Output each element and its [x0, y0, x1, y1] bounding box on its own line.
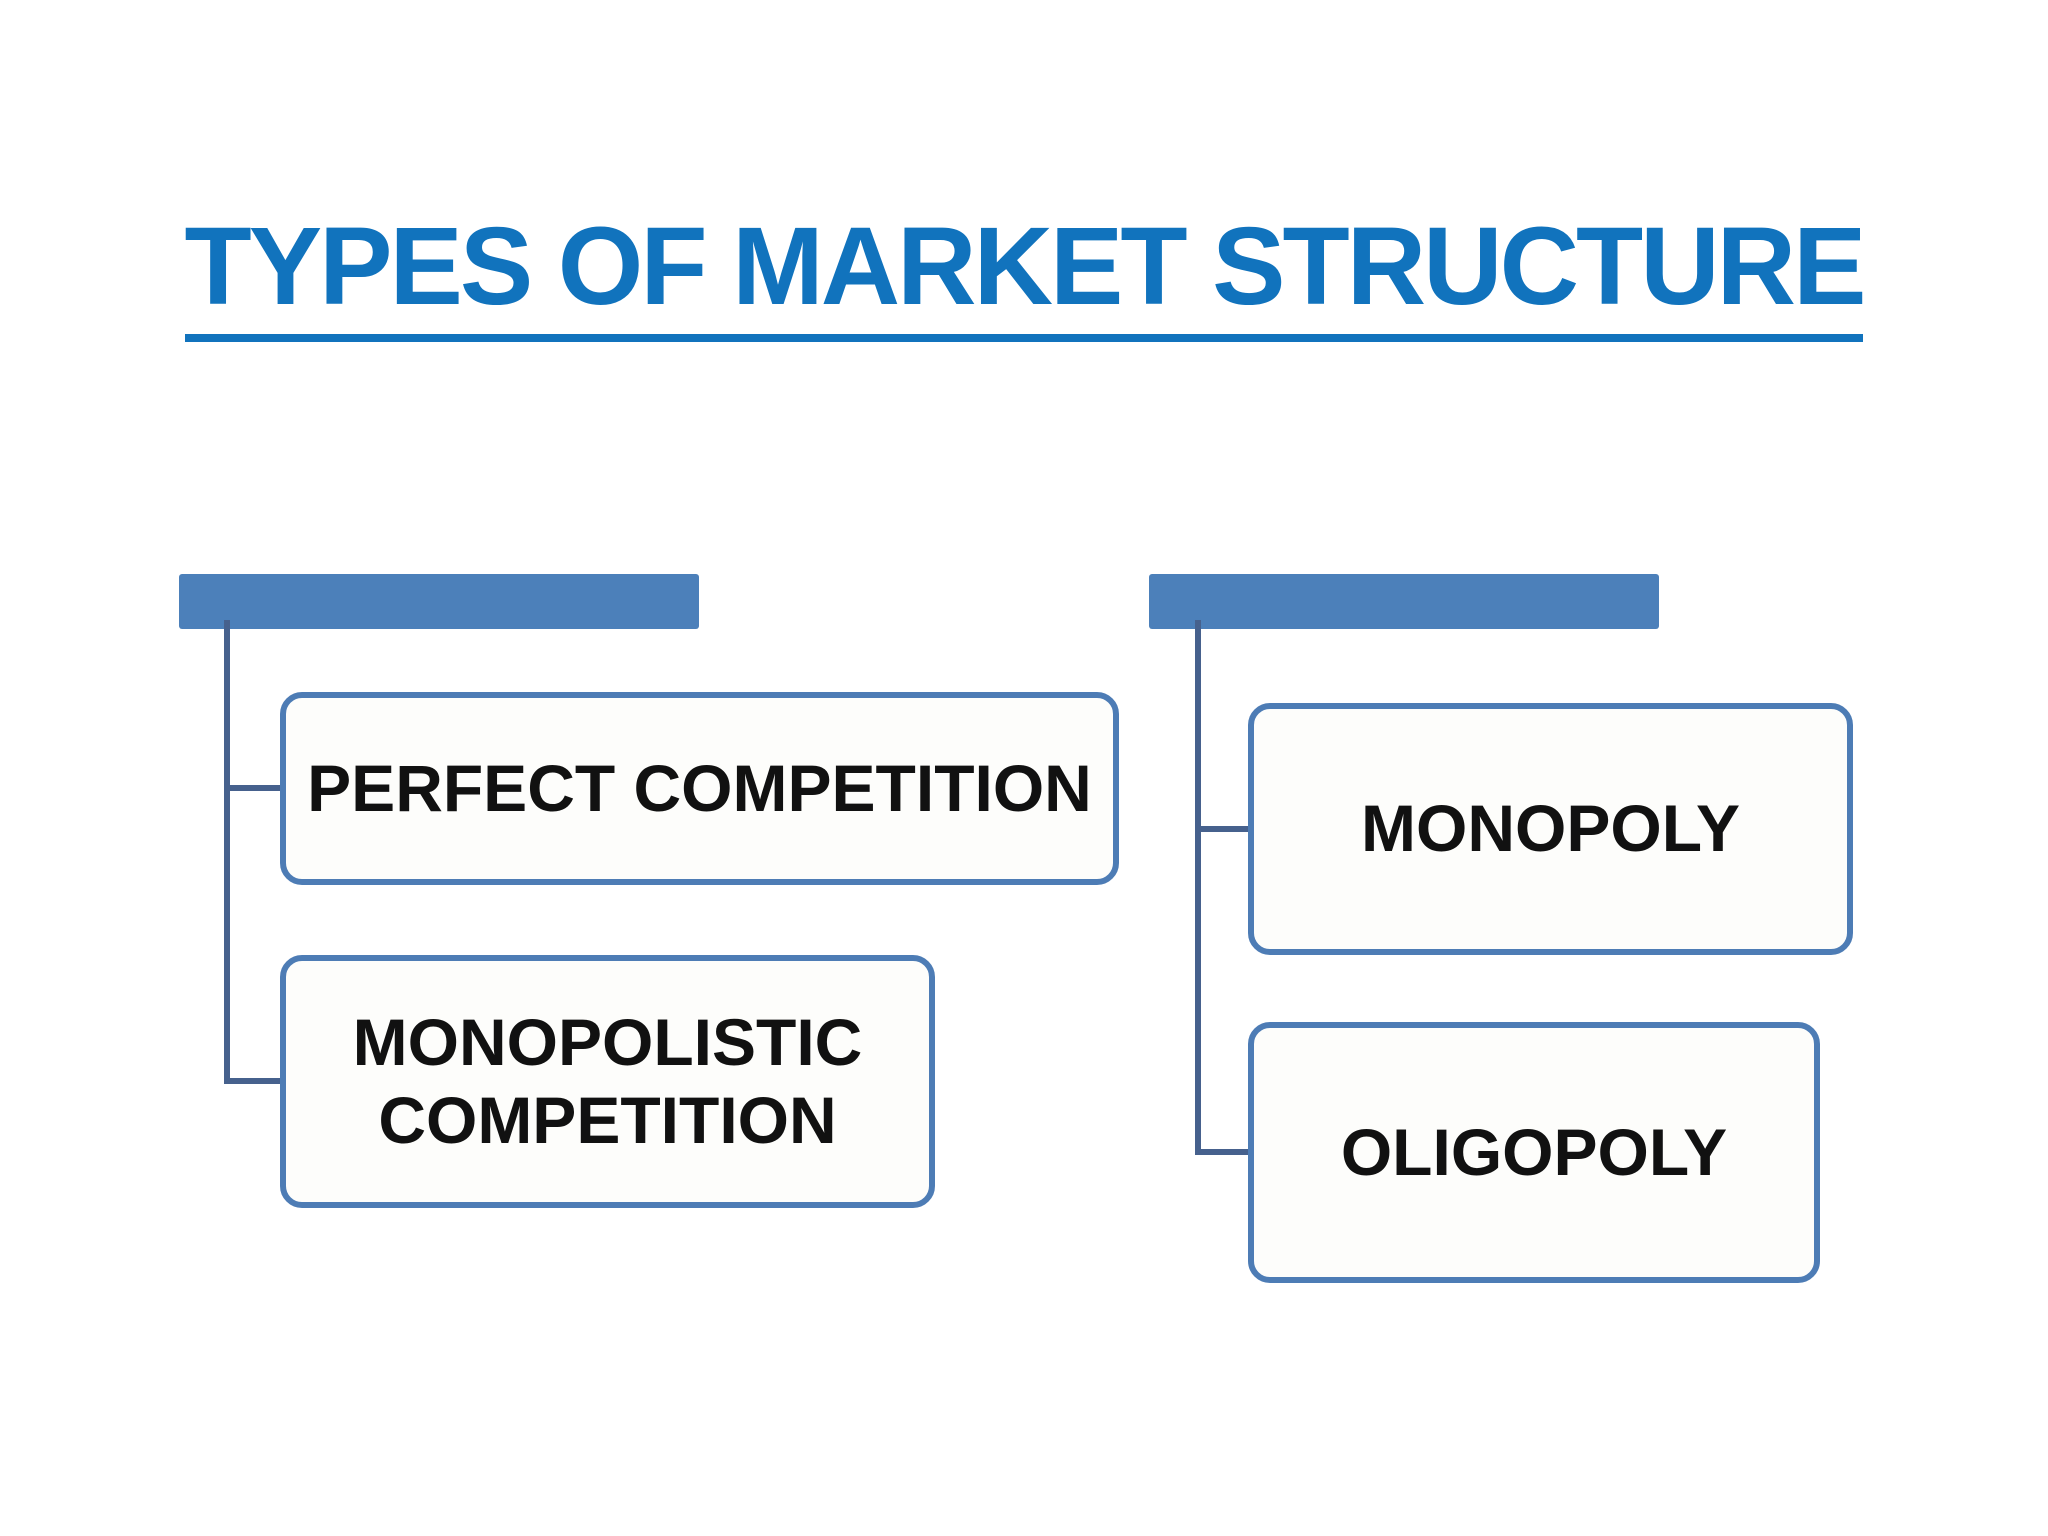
category-bar-left [179, 574, 699, 629]
title-area: TYPES OF MARKET STRUCTURE [0, 212, 2048, 342]
node-label: MONOPOLY [1361, 791, 1740, 866]
node-monopoly: MONOPOLY [1248, 703, 1853, 955]
connector-stub-monopoly [1195, 826, 1251, 832]
connector-stub-perfect-competition [224, 785, 282, 791]
category-bar-right [1149, 574, 1659, 629]
node-monopolistic-competition: MONOPOLISTIC COMPETITION [280, 955, 935, 1208]
node-label: PERFECT COMPETITION [307, 750, 1092, 825]
connector-stub-monopolistic-competition [224, 1078, 282, 1084]
node-perfect-competition: PERFECT COMPETITION [280, 692, 1119, 885]
connector-vertical-right [1195, 620, 1201, 1152]
page-title: TYPES OF MARKET STRUCTURE [184, 212, 1866, 342]
connector-stub-oligopoly [1195, 1149, 1251, 1155]
node-label: MONOPOLISTIC COMPETITION [352, 1004, 863, 1157]
node-label: OLIGOPOLY [1340, 1114, 1728, 1189]
connector-vertical-left [224, 620, 230, 1084]
node-oligopoly: OLIGOPOLY [1248, 1022, 1820, 1283]
